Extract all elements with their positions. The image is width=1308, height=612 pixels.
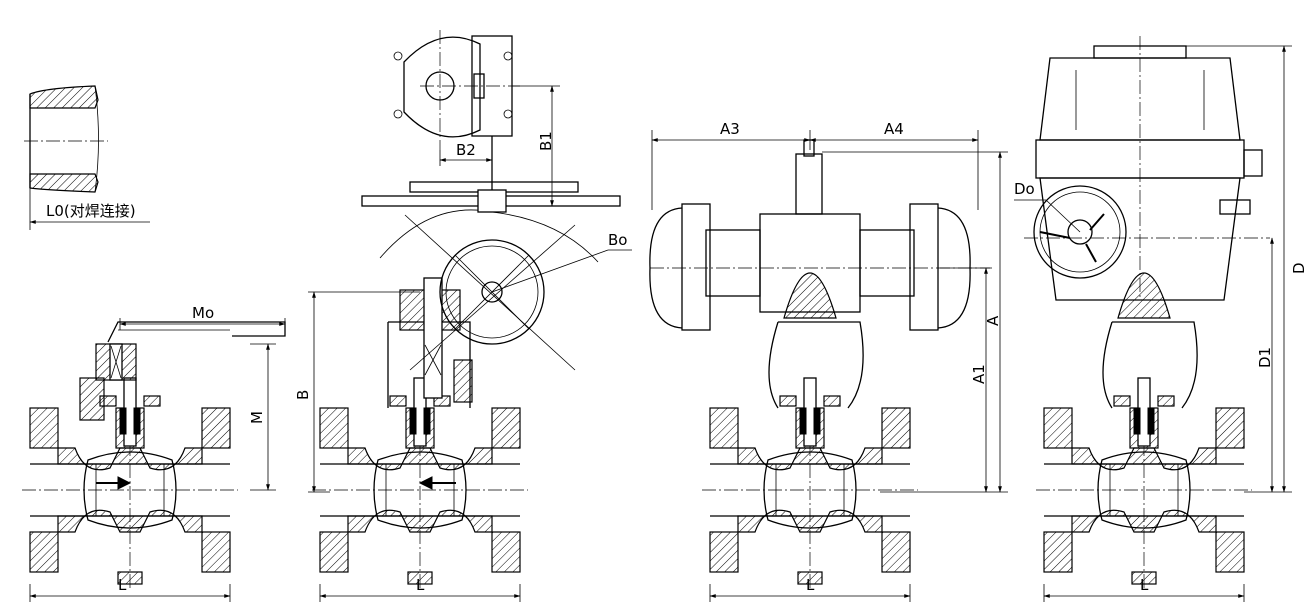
length-label-3: L — [806, 576, 815, 594]
weld-end-label: L0(对焊连接) — [46, 202, 136, 220]
length-label-4: L — [1140, 576, 1149, 594]
gear-offset-label: B2 — [456, 141, 476, 159]
handwheel-dia-label: Bo — [608, 231, 627, 249]
view-gear: Bo B B1 B2 L — [294, 30, 632, 602]
lever-length-label: Mo — [192, 304, 214, 322]
lever-height-label: M — [248, 411, 266, 424]
pneumatic-left-label: A3 — [720, 120, 740, 138]
electric-dia-label: Do — [1014, 180, 1035, 198]
electric-height-1-label: D1 — [1256, 347, 1274, 368]
pneumatic-height-label: A — [984, 315, 1002, 326]
weld-end-detail: L0(对焊连接) — [24, 85, 150, 230]
pneumatic-height-1-label: A1 — [970, 364, 988, 384]
view-lever: Mo M L — [21, 304, 286, 602]
length-label-1: L — [118, 576, 127, 594]
gear-top-height-label: B1 — [537, 131, 555, 151]
view-electric: Do D D1 L — [1014, 36, 1308, 602]
length-label-2: L — [416, 576, 425, 594]
gear-height-label: B — [294, 390, 312, 400]
pneumatic-right-label: A4 — [884, 120, 904, 138]
view-pneumatic: A3 A4 A A1 L — [649, 120, 1008, 602]
electric-height-label: D — [1290, 262, 1308, 274]
